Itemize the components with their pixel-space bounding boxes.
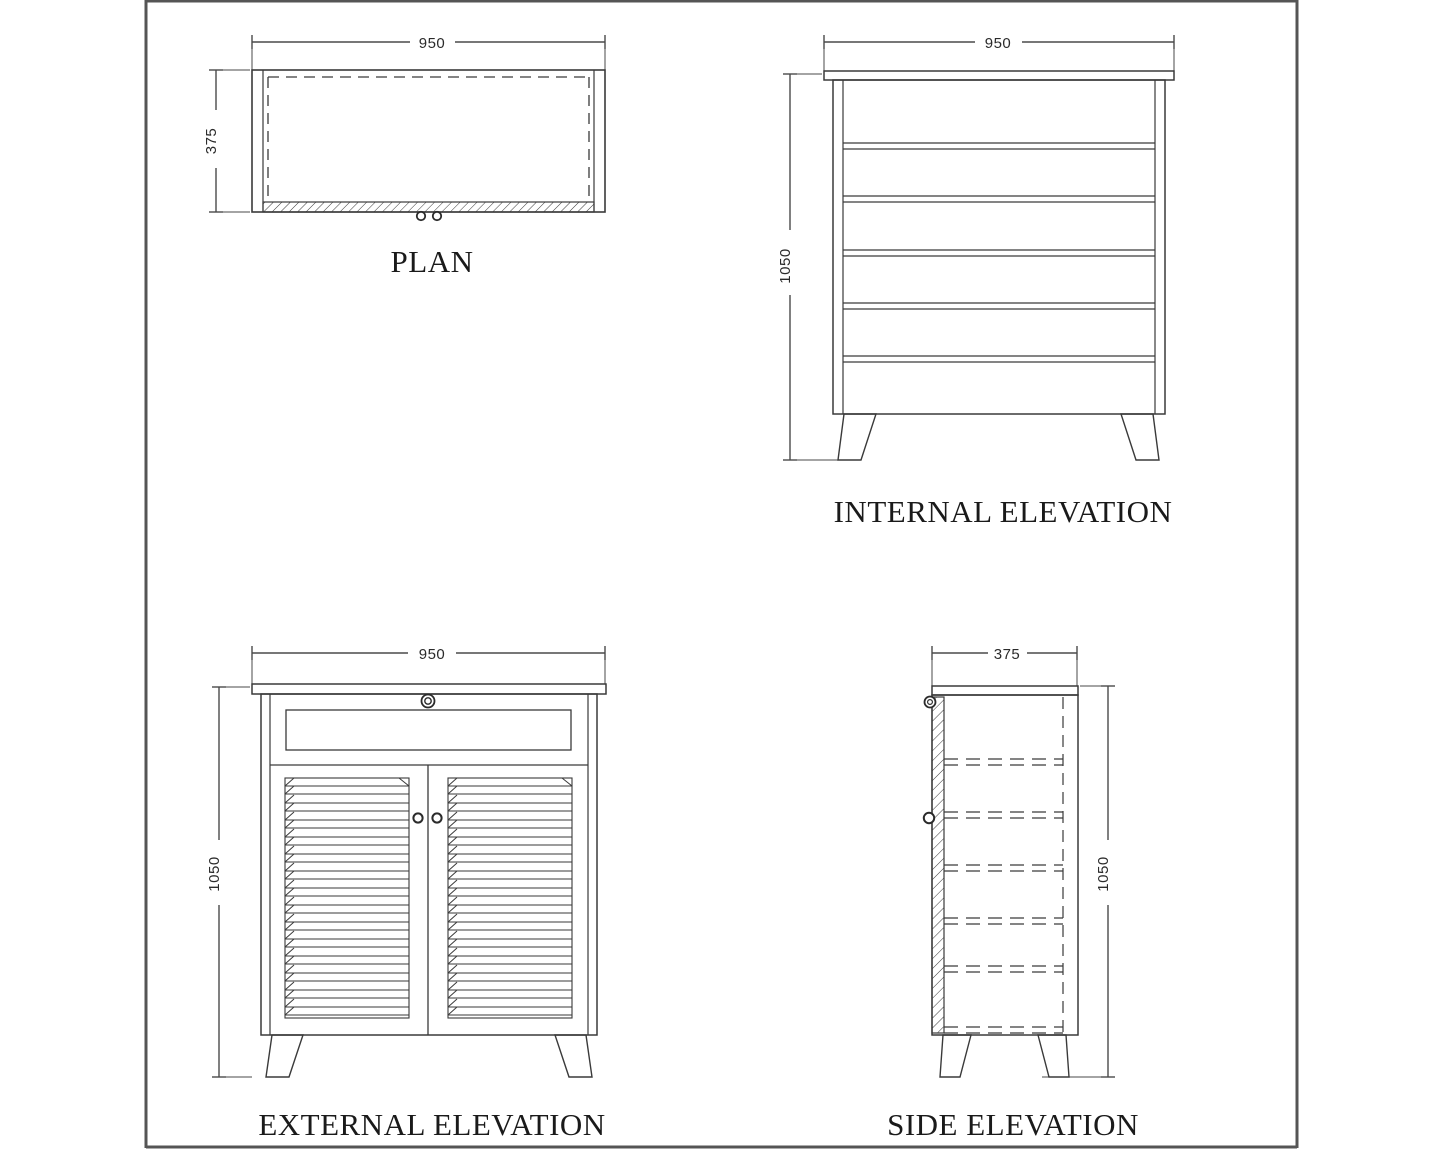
- internal-width-dimension: [823, 35, 1175, 72]
- external-leg-left: [265, 1034, 304, 1078]
- side-depth-dimension: [931, 646, 1078, 686]
- plan-width-label: 950: [419, 35, 446, 52]
- plan-width-dimension: [251, 35, 606, 70]
- external-door-left: [284, 777, 410, 1019]
- plan-door-section-hatch: [262, 201, 595, 213]
- external-door-right-frame: [447, 777, 573, 1019]
- side-elevation-title: SIDE ELEVATION: [887, 1107, 1139, 1142]
- external-elevation-title: EXTERNAL ELEVATION: [258, 1107, 605, 1142]
- internal-leg-right: [1120, 413, 1160, 461]
- internal-elevation-title: INTERNAL ELEVATION: [834, 494, 1173, 529]
- plan-knob-left-icon: [415, 210, 427, 222]
- sheet-border: [144, 0, 1299, 1149]
- external-door-knobs: [412, 812, 443, 824]
- plan-depth-label: 375: [203, 128, 220, 155]
- internal-legs: [837, 413, 1160, 461]
- side-knob-lower-icon: [922, 811, 936, 825]
- internal-height-label: 1050: [777, 248, 794, 283]
- side-leg-front: [939, 1034, 972, 1078]
- internal-elevation-view: 950 1050: [777, 35, 1175, 529]
- external-door-left-frame: [284, 777, 410, 1019]
- external-width-dimension: [251, 646, 606, 684]
- external-drawer-knob: [420, 693, 436, 709]
- side-elevation-view: 375 1050: [887, 646, 1139, 1142]
- internal-width-label: 950: [985, 35, 1012, 52]
- internal-side-panels: [842, 80, 1156, 414]
- plan-title: PLAN: [391, 244, 474, 279]
- plan-internal-dashed-outline: [267, 76, 590, 203]
- external-height-dimension: [212, 686, 252, 1078]
- side-legs: [939, 1034, 1070, 1078]
- external-height-label: 1050: [206, 856, 223, 891]
- external-door-right: [447, 777, 573, 1019]
- external-drawer: [270, 709, 588, 766]
- side-shelves: [944, 758, 1063, 1034]
- external-leg-right: [554, 1034, 593, 1078]
- external-width-label: 950: [419, 646, 446, 663]
- side-height-label: 1050: [1095, 856, 1112, 891]
- plan-depth-dimension: [209, 69, 250, 213]
- plan-side-walls: [262, 70, 595, 212]
- external-knob-right-icon: [431, 812, 443, 824]
- external-legs: [265, 1034, 593, 1078]
- external-elevation-view: 950 1050: [206, 646, 607, 1142]
- external-door-right-louvres: [447, 777, 572, 1016]
- side-knobs: [922, 695, 937, 825]
- external-door-left-louvres: [284, 777, 409, 1016]
- internal-shelves: [843, 142, 1155, 363]
- external-knob-left-icon: [412, 812, 424, 824]
- side-leg-back: [1037, 1034, 1070, 1078]
- side-door-section-hatch: [931, 696, 945, 1034]
- plan-knob-right-icon: [431, 210, 443, 222]
- plan-knobs: [415, 210, 443, 222]
- external-side-panels: [269, 694, 589, 1035]
- internal-height-dimension: [783, 73, 840, 461]
- external-drawer-front-panel: [285, 709, 572, 751]
- side-depth-label: 375: [994, 646, 1021, 663]
- internal-leg-left: [837, 413, 877, 461]
- plan-view: 950 375: [203, 35, 606, 279]
- internal-carcass-outline: [832, 79, 1166, 415]
